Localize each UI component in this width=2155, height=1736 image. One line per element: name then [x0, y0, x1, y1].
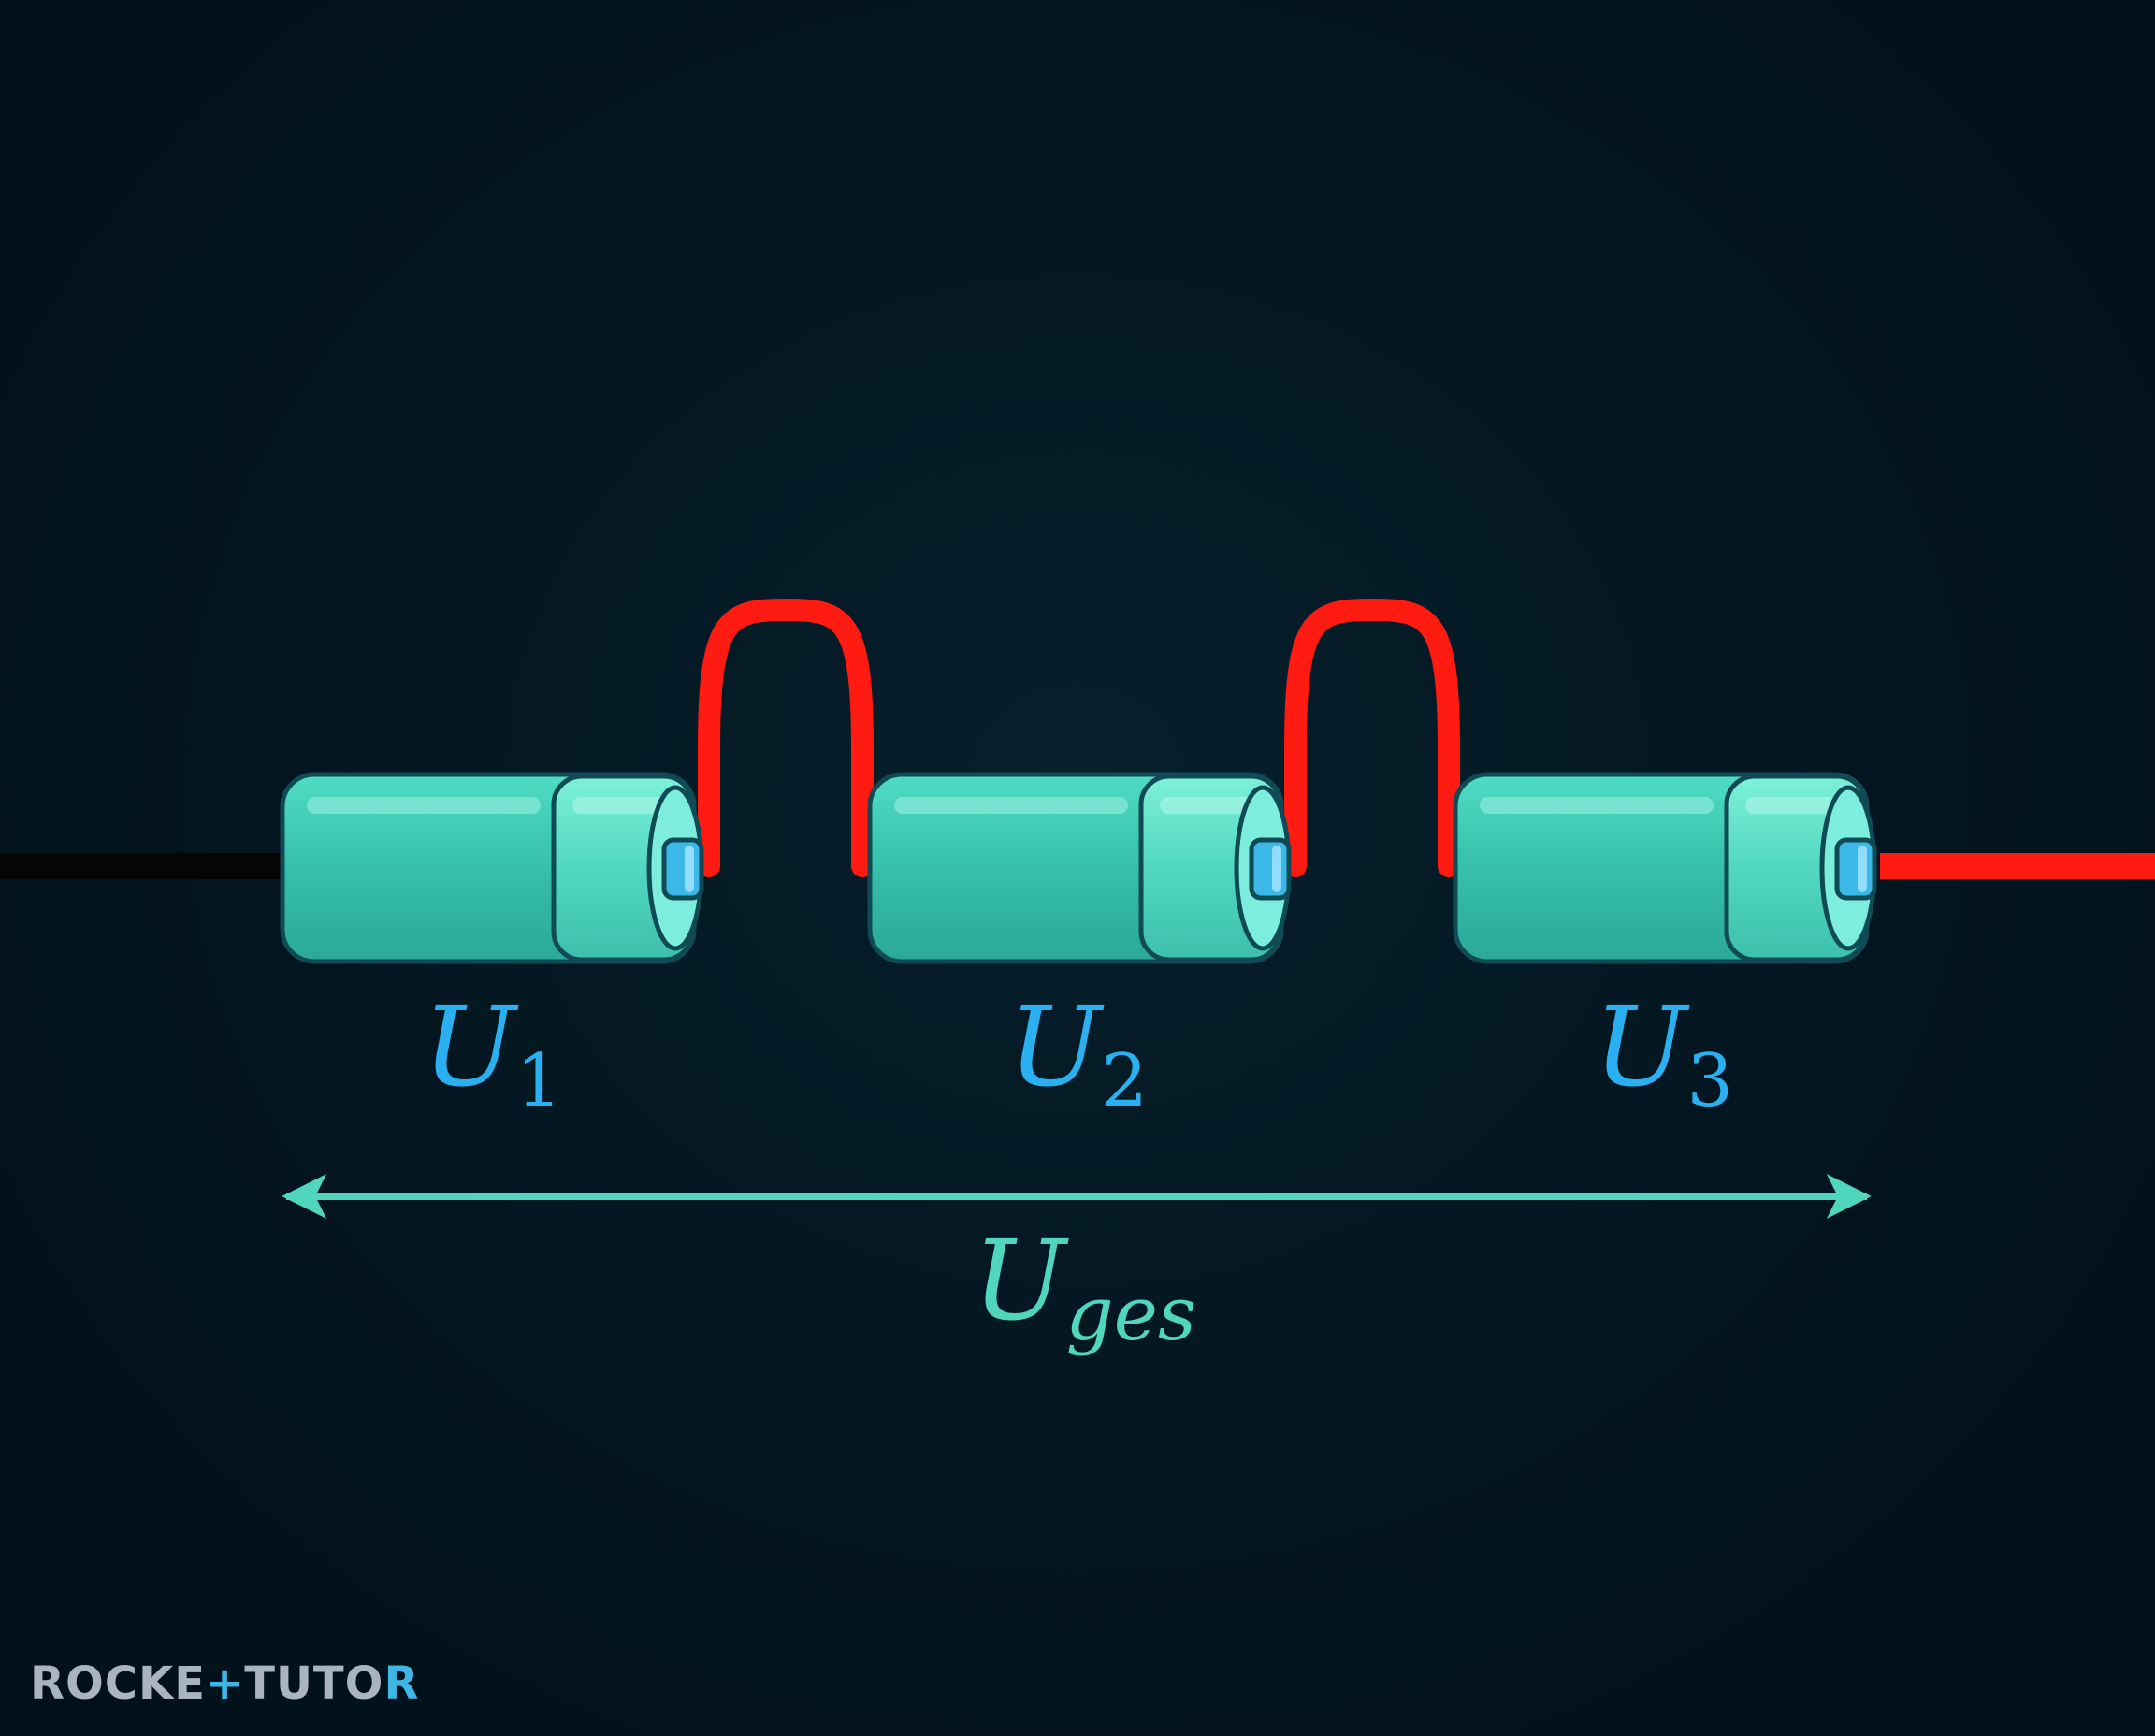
- battery-terminal: [661, 837, 704, 901]
- label-u1: U1: [423, 982, 562, 1123]
- battery-highlight: [307, 797, 541, 814]
- logo-text-3: R: [383, 1657, 420, 1710]
- rocket-tutor-logo: ROCKE+TUTOR: [30, 1657, 419, 1710]
- battery-2: [867, 772, 1292, 964]
- logo-text-2: TUTO: [244, 1657, 384, 1710]
- battery-terminal: [1834, 837, 1877, 901]
- wire-bridge-2-3: [1284, 598, 1460, 877]
- battery-cap-highlight: [1745, 797, 1839, 814]
- battery-terminal: [1249, 837, 1292, 901]
- label-u2: U2: [1008, 982, 1148, 1123]
- battery-1: [280, 772, 704, 964]
- battery-highlight: [894, 797, 1128, 814]
- logo-text-1: ROCKE: [30, 1657, 206, 1710]
- battery-terminal-shine: [685, 846, 694, 892]
- wire-bridge-1-2: [698, 598, 874, 877]
- battery-3: [1453, 772, 1877, 964]
- logo-plus-glyph: +: [205, 1657, 245, 1710]
- battery-terminal-shine: [1858, 846, 1867, 892]
- battery-highlight: [1480, 797, 1714, 814]
- battery-cap-highlight: [572, 797, 666, 814]
- battery-terminal-shine: [1272, 846, 1281, 892]
- battery-cap-highlight: [1160, 797, 1253, 814]
- label-u3: U3: [1594, 982, 1733, 1123]
- label-u-ges: Uges: [973, 1216, 1196, 1357]
